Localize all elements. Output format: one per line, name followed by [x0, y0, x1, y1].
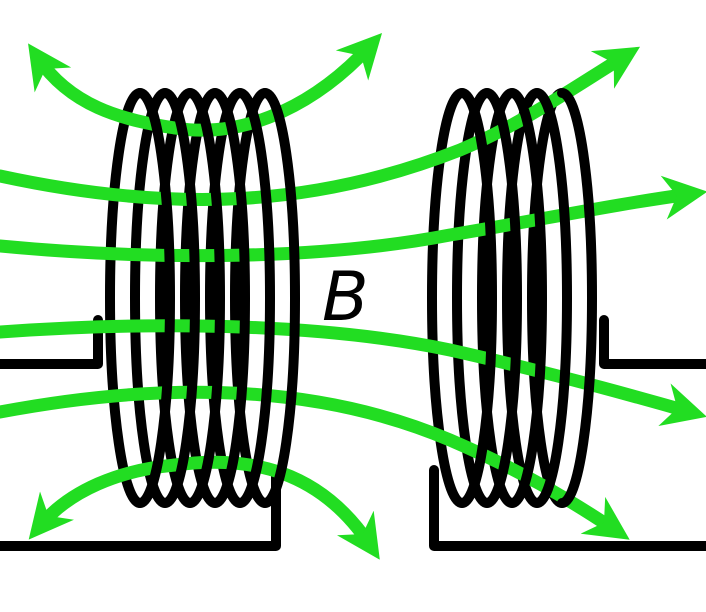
secondary-coil-turn-1-back: [427, 88, 467, 508]
circuit-leads: [0, 315, 706, 551]
primary-coil-turn-2-front: [160, 88, 200, 508]
lead-top-right: [599, 315, 706, 369]
secondary-coil-turn-4-front: [532, 88, 572, 508]
field-line-upper-middle: [0, 175, 706, 263]
primary-coil-turn-6-front: [260, 88, 300, 508]
magnetic-field-label: B: [322, 258, 369, 337]
field-line-lower: [0, 385, 630, 540]
primary-coil-turn-1-front: [135, 88, 175, 508]
primary-coil-turn-3-front: [185, 88, 225, 508]
secondary-coil-turn-1-front: [457, 88, 497, 508]
secondary-coil-turn-5-front: [557, 88, 597, 508]
secondary-coil-turn-2-front: [482, 88, 522, 508]
field-line-lower-middle: [0, 319, 706, 426]
secondary-coil-turn-3-front: [507, 88, 547, 508]
primary-coil-turn-5-front: [235, 88, 275, 508]
primary-coil-turn-4-front: [210, 88, 250, 508]
coil-front-turns: [135, 88, 597, 508]
lead-bottom-left: [0, 465, 281, 551]
lead-top-left: [0, 315, 103, 369]
lead-bottom-right: [429, 465, 706, 551]
